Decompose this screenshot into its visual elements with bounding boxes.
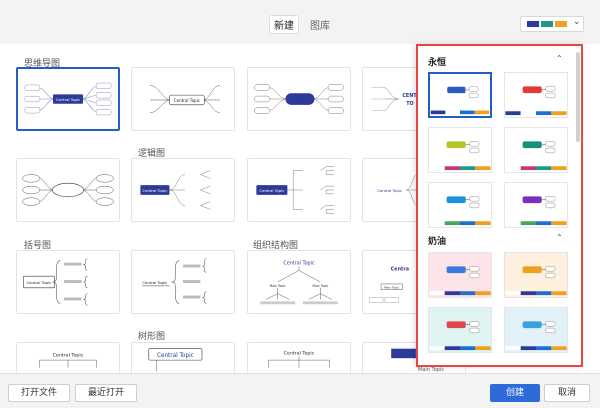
central-topic-label: Central Topic — [174, 98, 200, 103]
tab-gallery[interactable]: 图库 — [310, 21, 330, 32]
mindmap-preview: CENT TO — [371, 87, 417, 111]
tree-preview — [391, 348, 416, 359]
template-logic-1[interactable]: Central Topic — [131, 158, 235, 222]
svg-text:Centra: Centra — [391, 266, 409, 272]
template-brace-1[interactable]: Central Topic — [16, 250, 120, 314]
theme-preview — [505, 141, 567, 171]
svg-text:CENT: CENT — [402, 93, 417, 99]
mindmap-preview — [254, 84, 344, 114]
section-title-logic: 逻辑图 — [138, 149, 166, 159]
theme-selector-button[interactable]: ⌄ — [520, 16, 584, 32]
section-title-org: 组织结构图 — [253, 241, 299, 251]
org-preview: Central Topic Main Topic Main Topic — [260, 261, 338, 305]
central-topic-label: Central Topic — [142, 188, 167, 193]
theme-group-title: 永恒 — [428, 58, 447, 68]
theme-preview — [429, 196, 491, 226]
theme-preview — [429, 321, 491, 351]
brace-preview: Central Topic — [142, 258, 207, 304]
logic-preview: Central Topic — [140, 170, 211, 210]
main-topic-label: Main Topic — [384, 285, 399, 289]
theme-swatch — [555, 21, 567, 27]
tab-new[interactable]: 新建 — [270, 16, 298, 33]
central-topic-label: Central Topic — [56, 98, 80, 102]
open-file-button[interactable]: 打开文件 — [8, 384, 70, 402]
create-button[interactable]: 创建 — [490, 384, 540, 402]
theme-option[interactable] — [428, 252, 492, 298]
brace-preview: Central Topic — [23, 258, 88, 306]
chevron-up-icon[interactable]: ⌃ — [556, 54, 563, 63]
theme-preview — [429, 266, 491, 296]
theme-swatch — [541, 21, 553, 27]
main-topic-label: Main Topic — [312, 284, 328, 288]
org-preview: Centra Main Topic — [369, 266, 409, 303]
svg-text:TO: TO — [406, 101, 413, 107]
panel-scrollbar[interactable] — [576, 52, 580, 142]
theme-option[interactable] — [504, 127, 568, 173]
top-bar: 新建 图库 ⌄ — [0, 0, 600, 44]
theme-option[interactable] — [428, 72, 492, 118]
preview-peek-label: Main Topic — [418, 367, 445, 373]
mindmap-preview: Central Topic — [150, 85, 220, 113]
template-mindmap-3[interactable] — [247, 67, 351, 131]
template-tree-2[interactable]: Central Topic — [131, 342, 235, 373]
theme-preview — [505, 321, 567, 351]
theme-swatch — [527, 21, 539, 27]
central-topic-label: Central Topic — [53, 352, 84, 358]
central-topic-label: Central Topic — [259, 188, 284, 193]
section-title-mindmap: 思维导图 — [24, 59, 61, 69]
mindmap-preview — [22, 174, 114, 206]
logic-preview: Central Topic — [256, 166, 334, 214]
central-topic-label: Central Topic — [142, 280, 167, 285]
central-topic-label: Central Topic — [26, 280, 51, 285]
central-topic-label: Central Topic — [377, 188, 402, 193]
recent-files-button[interactable]: 最近打开 — [75, 384, 137, 402]
theme-option[interactable] — [504, 307, 568, 353]
mindmap-preview: Central Topic — [24, 82, 112, 116]
theme-option[interactable] — [428, 182, 492, 228]
template-brace-2[interactable]: Central Topic — [131, 250, 235, 314]
theme-preview — [505, 196, 567, 226]
template-mindmap-1[interactable]: Central Topic — [16, 67, 120, 131]
template-tree-1[interactable]: Central Topic — [16, 342, 120, 373]
section-title-tree: 树形图 — [138, 332, 166, 342]
central-topic-label: Central Topic — [157, 353, 194, 359]
bottom-bar: 打开文件 最近打开 创建 取消 — [0, 373, 600, 408]
template-mindmap-2[interactable]: Central Topic — [131, 67, 235, 131]
theme-preview — [429, 141, 491, 171]
theme-option[interactable] — [428, 127, 492, 173]
theme-preview — [505, 266, 567, 296]
theme-group-title: 奶油 — [428, 237, 447, 247]
central-topic-label: Central Topic — [284, 350, 315, 356]
tree-preview: Central Topic — [148, 348, 203, 372]
theme-option[interactable] — [504, 72, 568, 118]
central-topic-label: Central Topic — [283, 261, 315, 267]
theme-preview — [430, 86, 490, 115]
theme-option[interactable] — [504, 182, 568, 228]
tree-preview: Central Topic — [268, 350, 330, 368]
chevron-down-icon: ⌄ — [573, 17, 581, 27]
template-mindmap-5[interactable] — [16, 158, 120, 222]
tree-preview: Central Topic — [39, 352, 97, 368]
cancel-button[interactable]: 取消 — [544, 384, 590, 402]
theme-option[interactable] — [428, 307, 492, 353]
template-tree-3[interactable]: Central Topic — [247, 342, 351, 373]
template-org-1[interactable]: Central Topic Main Topic Main Topic — [247, 250, 351, 314]
theme-preview — [505, 86, 567, 116]
theme-option[interactable] — [504, 252, 568, 298]
template-logic-2[interactable]: Central Topic — [247, 158, 351, 222]
chevron-up-icon[interactable]: ⌃ — [556, 233, 563, 242]
main-topic-label: Main Topic — [270, 284, 286, 288]
section-title-brace: 括号图 — [24, 241, 52, 251]
theme-panel: 永恒 ⌃ 奶油 ⌃ — [416, 44, 583, 367]
